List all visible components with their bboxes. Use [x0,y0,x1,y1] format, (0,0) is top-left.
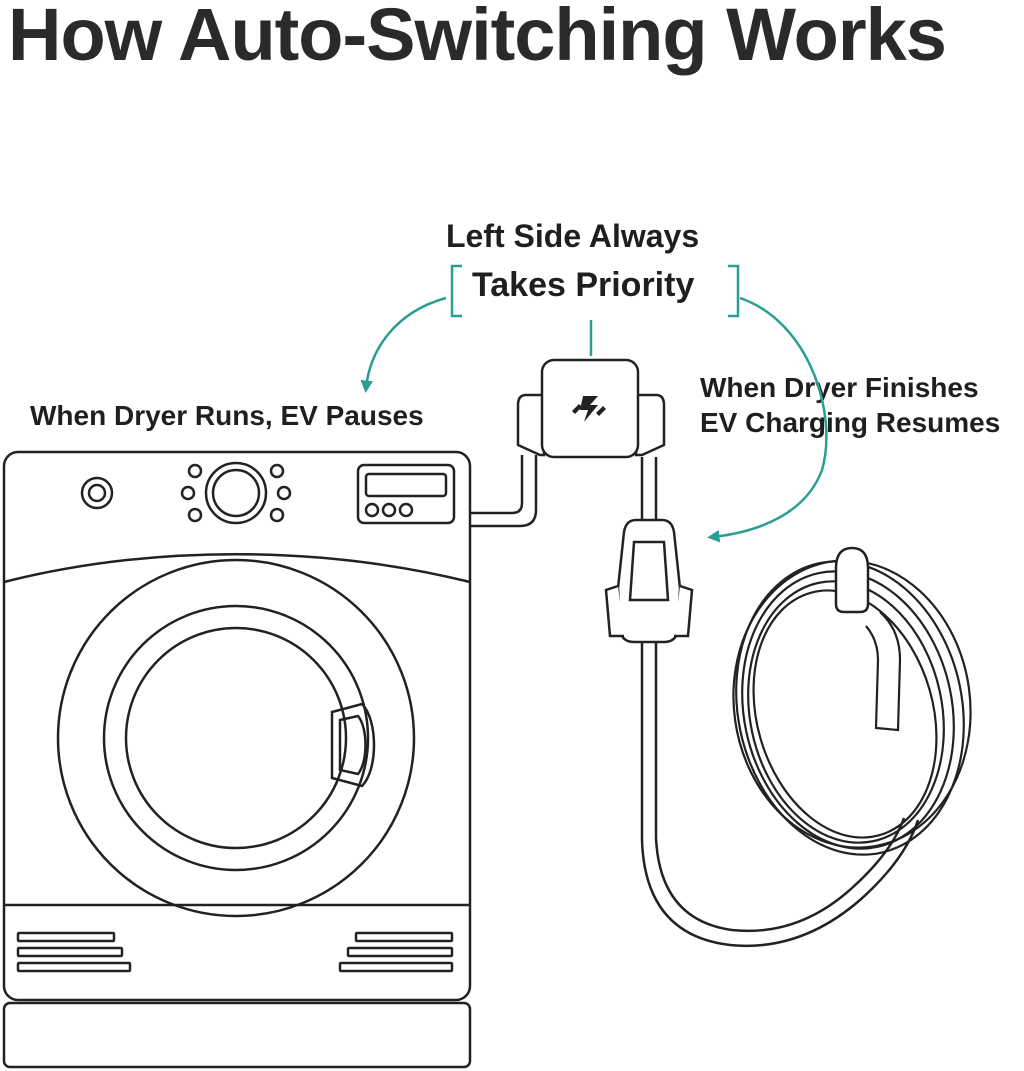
dryer-finishes-label-line1: When Dryer Finishes [700,372,979,403]
switch-right-plug [634,393,666,457]
priority-label-line2: Takes Priority [472,266,695,304]
dryer-body [2,450,472,1002]
right-arrow [707,296,828,543]
dryer-door-handle [330,702,376,788]
cable-coil [732,559,972,856]
dryer-door-glass [124,626,348,850]
dryer-cable [470,455,538,528]
dryer-finishes-label-line2: EV Charging Resumes [700,407,1001,438]
wall-hook [834,546,870,614]
page-title: How Auto-Switching Works [8,0,947,76]
dryer-door-outer [56,558,416,918]
dryer-display [356,463,456,525]
lightning-icon [572,396,606,422]
left-arrow [360,296,447,393]
dryer [2,450,472,1069]
dryer-dial [204,461,268,525]
dryer-small-knob [80,476,114,510]
splitter-switch [516,358,666,459]
dryer-door-ring [102,604,370,872]
priority-label-line1: Left Side Always [446,218,700,254]
priority-brackets [450,264,740,318]
dryer-pedestal [2,1001,472,1069]
charger-cable [640,642,920,948]
switch-to-charger-cable [640,457,658,520]
dryer-runs-label: When Dryer Runs, EV Pauses [30,400,424,431]
dryer-panel-curve [3,553,471,584]
switch-left-plug [516,393,546,457]
dryer-finishes-label: When Dryer Finishes EV Charging Resumes [700,370,1000,440]
ev-charger-plug [604,518,694,644]
